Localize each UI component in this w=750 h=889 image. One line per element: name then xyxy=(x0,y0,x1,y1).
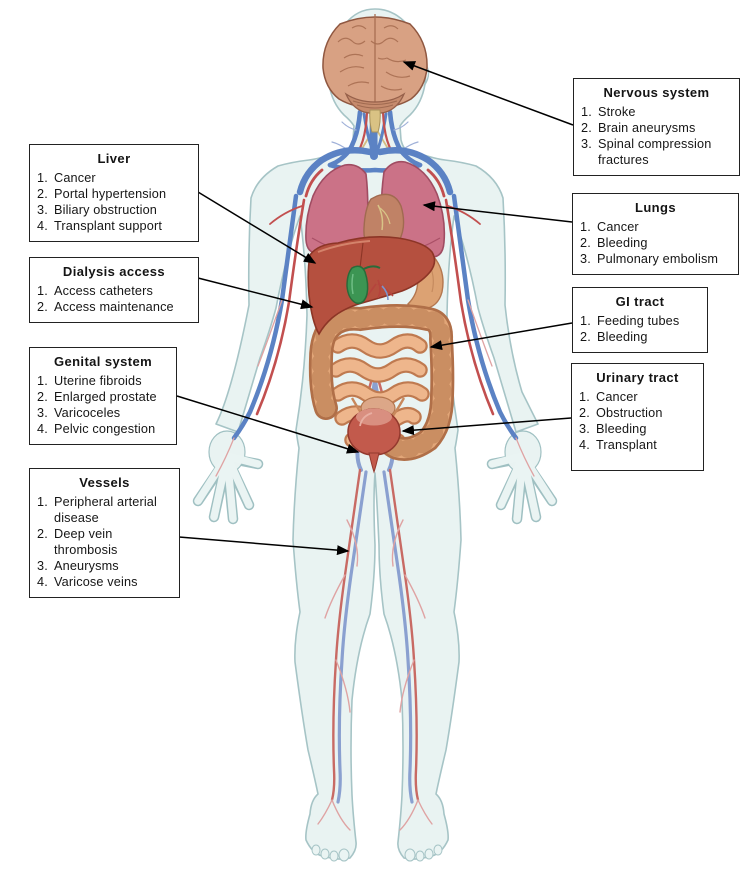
list-item: 1.Feeding tubes xyxy=(580,314,680,328)
callout-title: Vessels xyxy=(79,475,130,490)
callout-title: Lungs xyxy=(635,200,676,215)
callout-genital: Genital system 1.Uterine fibroids 2.Enlar… xyxy=(29,347,177,445)
portal-vessels xyxy=(365,279,394,301)
list-item: 3.Pulmonary embolism xyxy=(580,252,719,266)
list-item: 1.Cancer xyxy=(579,390,638,404)
list-item: 3.Spinal compression fractures xyxy=(581,137,712,167)
callout-title: Urinary tract xyxy=(596,370,679,385)
list-item: 1.Stroke xyxy=(581,105,636,119)
list-item: 1.Peripheral arterial disease xyxy=(37,495,157,525)
list-item: 4.Pelvic congestion xyxy=(37,422,156,436)
arrow-vessels xyxy=(178,536,350,556)
list-item: 2.Bleeding xyxy=(580,236,648,250)
list-item: 2.Portal hypertension xyxy=(37,187,167,201)
arrows xyxy=(176,61,574,556)
callout-urinary: Urinary tract 1.Cancer 2.Obstruction 3.Ble… xyxy=(571,363,704,471)
callout-title: Liver xyxy=(97,151,131,166)
list-item: 3.Varicoceles xyxy=(37,406,121,420)
bladder xyxy=(347,396,406,474)
callout-lungs: Lungs 1.Cancer 2.Bleeding 3.Pulmonary embo… xyxy=(572,193,739,275)
list-item: 2.Enlarged prostate xyxy=(37,390,157,404)
toes xyxy=(311,844,443,862)
list-item: 1.Cancer xyxy=(37,171,96,185)
arrow-nervous xyxy=(402,61,574,126)
list-item: 2.Access maintenance xyxy=(37,300,174,314)
callout-items: 1.Stroke 2.Brain aneurysms 3.Spinal compre… xyxy=(581,104,732,168)
list-item: 3.Aneurysms xyxy=(37,559,119,573)
list-item: 1.Uterine fibroids xyxy=(37,374,142,388)
list-item: 2.Obstruction xyxy=(579,406,663,420)
callout-dialysis: Dialysis access 1.Access catheters 2.Acce… xyxy=(29,257,199,323)
callout-items: 1.Access catheters 2.Access maintenance xyxy=(37,283,191,315)
brain xyxy=(322,14,428,133)
callout-title: GI tract xyxy=(615,294,665,309)
callout-title: Genital system xyxy=(53,354,153,369)
list-item: 4.Varicose veins xyxy=(37,575,138,589)
callout-items: 1.Cancer 2.Obstruction 3.Bleeding 4.Transpl… xyxy=(579,389,696,453)
brainstem xyxy=(369,109,381,133)
callout-liver: Liver 1.Cancer 2.Portal hypertension 3.Bil… xyxy=(29,144,199,242)
list-item: 1.Cancer xyxy=(580,220,639,234)
arrow-urinary xyxy=(401,417,572,436)
chest-vessels xyxy=(296,116,454,198)
arrow-dialysis xyxy=(197,277,314,310)
callout-title: Nervous system xyxy=(603,85,710,100)
callout-items: 1.Cancer 2.Bleeding 3.Pulmonary embolism xyxy=(580,219,731,267)
gallbladder xyxy=(346,265,381,305)
list-item: 4.Transplant support xyxy=(37,219,163,233)
large-intestine xyxy=(308,304,455,461)
callout-title: Dialysis access xyxy=(62,264,166,279)
callout-items: 1.Uterine fibroids 2.Enlarged prostate 3.V… xyxy=(37,373,169,437)
arrow-lungs xyxy=(422,201,573,223)
cerebellum xyxy=(344,92,406,115)
arrow-genital xyxy=(176,395,360,454)
callout-items: 1.Cancer 2.Portal hypertension 3.Biliary o… xyxy=(37,170,191,234)
list-item: 2.Deep vein thrombosis xyxy=(37,527,118,557)
list-item: 2.Bleeding xyxy=(580,330,648,344)
callout-nervous: Nervous system 1.Stroke 2.Brain aneurysms… xyxy=(573,78,740,176)
arrow-liver xyxy=(197,191,317,264)
list-item: 1.Access catheters xyxy=(37,284,154,298)
list-item: 3.Biliary obstruction xyxy=(37,203,157,217)
list-item: 3.Bleeding xyxy=(579,422,647,436)
callout-gi: GI tract 1.Feeding tubes 2.Bleeding xyxy=(572,287,708,353)
callout-items: 1.Feeding tubes 2.Bleeding xyxy=(580,313,700,345)
list-item: 2.Brain aneurysms xyxy=(581,121,696,135)
arrow-gi xyxy=(429,322,573,351)
arm-vessels xyxy=(215,193,535,477)
liver xyxy=(307,236,436,336)
list-item: 4.Transplant xyxy=(579,438,657,452)
